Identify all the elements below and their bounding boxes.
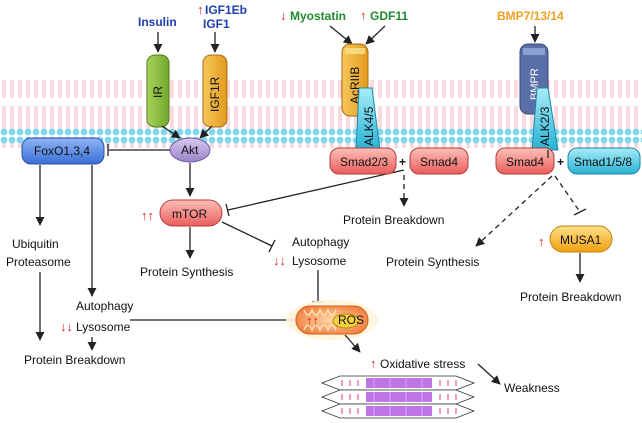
bmp-label: BMP7/13/14: [497, 9, 564, 23]
gdf11-label: GDF11: [370, 9, 408, 23]
protein-breakdown-left-label: Protein Breakdown: [24, 353, 125, 367]
mtor-node: [159, 199, 223, 227]
oxidative-up-arrow: ↑: [370, 356, 377, 371]
smad4-left-node: [409, 147, 469, 175]
igf1-label: IGF1: [203, 17, 230, 31]
myostatin-label: Myostatin: [290, 9, 346, 23]
mitochondria: [286, 300, 378, 340]
svg-text:MUSA1: MUSA1: [560, 233, 602, 247]
svg-text:Smad1/5/8: Smad1/5/8: [574, 155, 632, 169]
proteasome-label: Proteasome: [6, 255, 71, 269]
protein-breakdown-smad-label: Protein Breakdown: [343, 213, 444, 227]
svg-text:FoxO1,3,4: FoxO1,3,4: [34, 144, 90, 158]
lysosome-center-label: Lysosome: [292, 254, 347, 268]
foxo-node: [21, 137, 105, 165]
gdf11-up-arrow: ↑: [360, 8, 367, 23]
musa1-up-arrow: ↑: [538, 234, 545, 249]
plus-left: +: [399, 155, 406, 169]
oxidative-stress-label: Oxidative stress: [380, 357, 465, 371]
svg-text:IGF1R: IGF1R: [208, 76, 222, 112]
musa1-node: [549, 225, 613, 253]
svg-text:ALK4/5: ALK4/5: [362, 106, 376, 146]
lysosome-left-down-arrows: ↓↓: [60, 319, 73, 334]
svg-text:Akt: Akt: [181, 143, 199, 157]
svg-text:Smad4: Smad4: [420, 155, 458, 169]
autophagy-left-label: Autophagy: [76, 299, 133, 313]
insulin-label: Insulin: [138, 15, 177, 29]
smad4-right-node: [495, 147, 555, 175]
ir-receptor: IR: [146, 54, 170, 128]
ros-label: ROS: [338, 313, 364, 327]
igf1eb-up-arrow: ↑: [197, 2, 204, 17]
igf1r-receptor: IGF1R: [202, 54, 228, 128]
igf1eb-label: IGF1Eb: [205, 3, 247, 17]
weakness-label: Weakness: [504, 381, 560, 395]
protein-breakdown-right-label: Protein Breakdown: [520, 290, 621, 304]
muscle-fibers: [320, 375, 476, 419]
svg-text:IR: IR: [151, 86, 165, 98]
alk45-receptor: ALK4/5: [355, 87, 381, 151]
ubiquitin-label: Ubiquitin: [12, 237, 59, 251]
myostatin-down-arrow: ↓: [280, 8, 287, 23]
svg-text:Smad4: Smad4: [506, 155, 544, 169]
protein-synthesis-right-label: Protein Synthesis: [386, 255, 479, 269]
lysosome-center-down-arrows: ↓↓: [273, 253, 286, 268]
svg-text:ALK2/3: ALK2/3: [538, 106, 552, 146]
autophagy-center-label: Autophagy: [292, 235, 349, 249]
plus-right: +: [557, 155, 564, 169]
protein-synthesis-center-label: Protein Synthesis: [140, 265, 233, 279]
alk23-receptor: ALK2/3: [531, 87, 559, 151]
svg-text:Smad2/3: Smad2/3: [340, 155, 388, 169]
mitochondria-up-arrows: ↑↑: [306, 313, 319, 328]
smad158-node: [567, 147, 641, 175]
mtor-up-arrows: ↑↑: [141, 208, 154, 223]
smad23-node: [329, 147, 397, 175]
svg-text:mTOR: mTOR: [172, 207, 207, 221]
lysosome-left-label: Lysosome: [76, 320, 131, 334]
